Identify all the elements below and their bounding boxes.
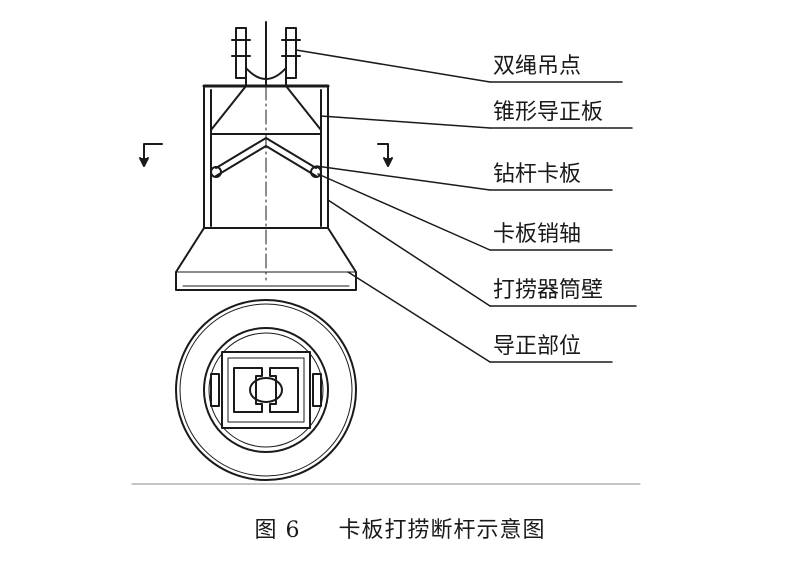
label-drill-rod-clamp-plate: 钻杆卡板	[493, 162, 582, 187]
label-double-rope-lift-point: 双绳吊点	[493, 54, 582, 79]
tool-plan-view	[175, 299, 357, 481]
figure-number: 图 6	[254, 518, 301, 543]
tool-body-elevation	[175, 84, 357, 291]
figure-title: 卡板打捞断杆示意图	[338, 518, 546, 543]
lift-point-assembly	[231, 21, 301, 87]
figure-caption: 图 6 卡板打捞断杆示意图	[0, 512, 800, 544]
section-markers	[139, 143, 393, 167]
label-guide-section: 导正部位	[493, 334, 582, 359]
leader-lines	[295, 49, 637, 363]
label-conical-guide-plate: 锥形导正板	[493, 100, 604, 125]
label-fishing-tool-wall: 打捞器筒壁	[493, 278, 604, 303]
label-clamp-plate-pin: 卡板销轴	[493, 222, 582, 247]
